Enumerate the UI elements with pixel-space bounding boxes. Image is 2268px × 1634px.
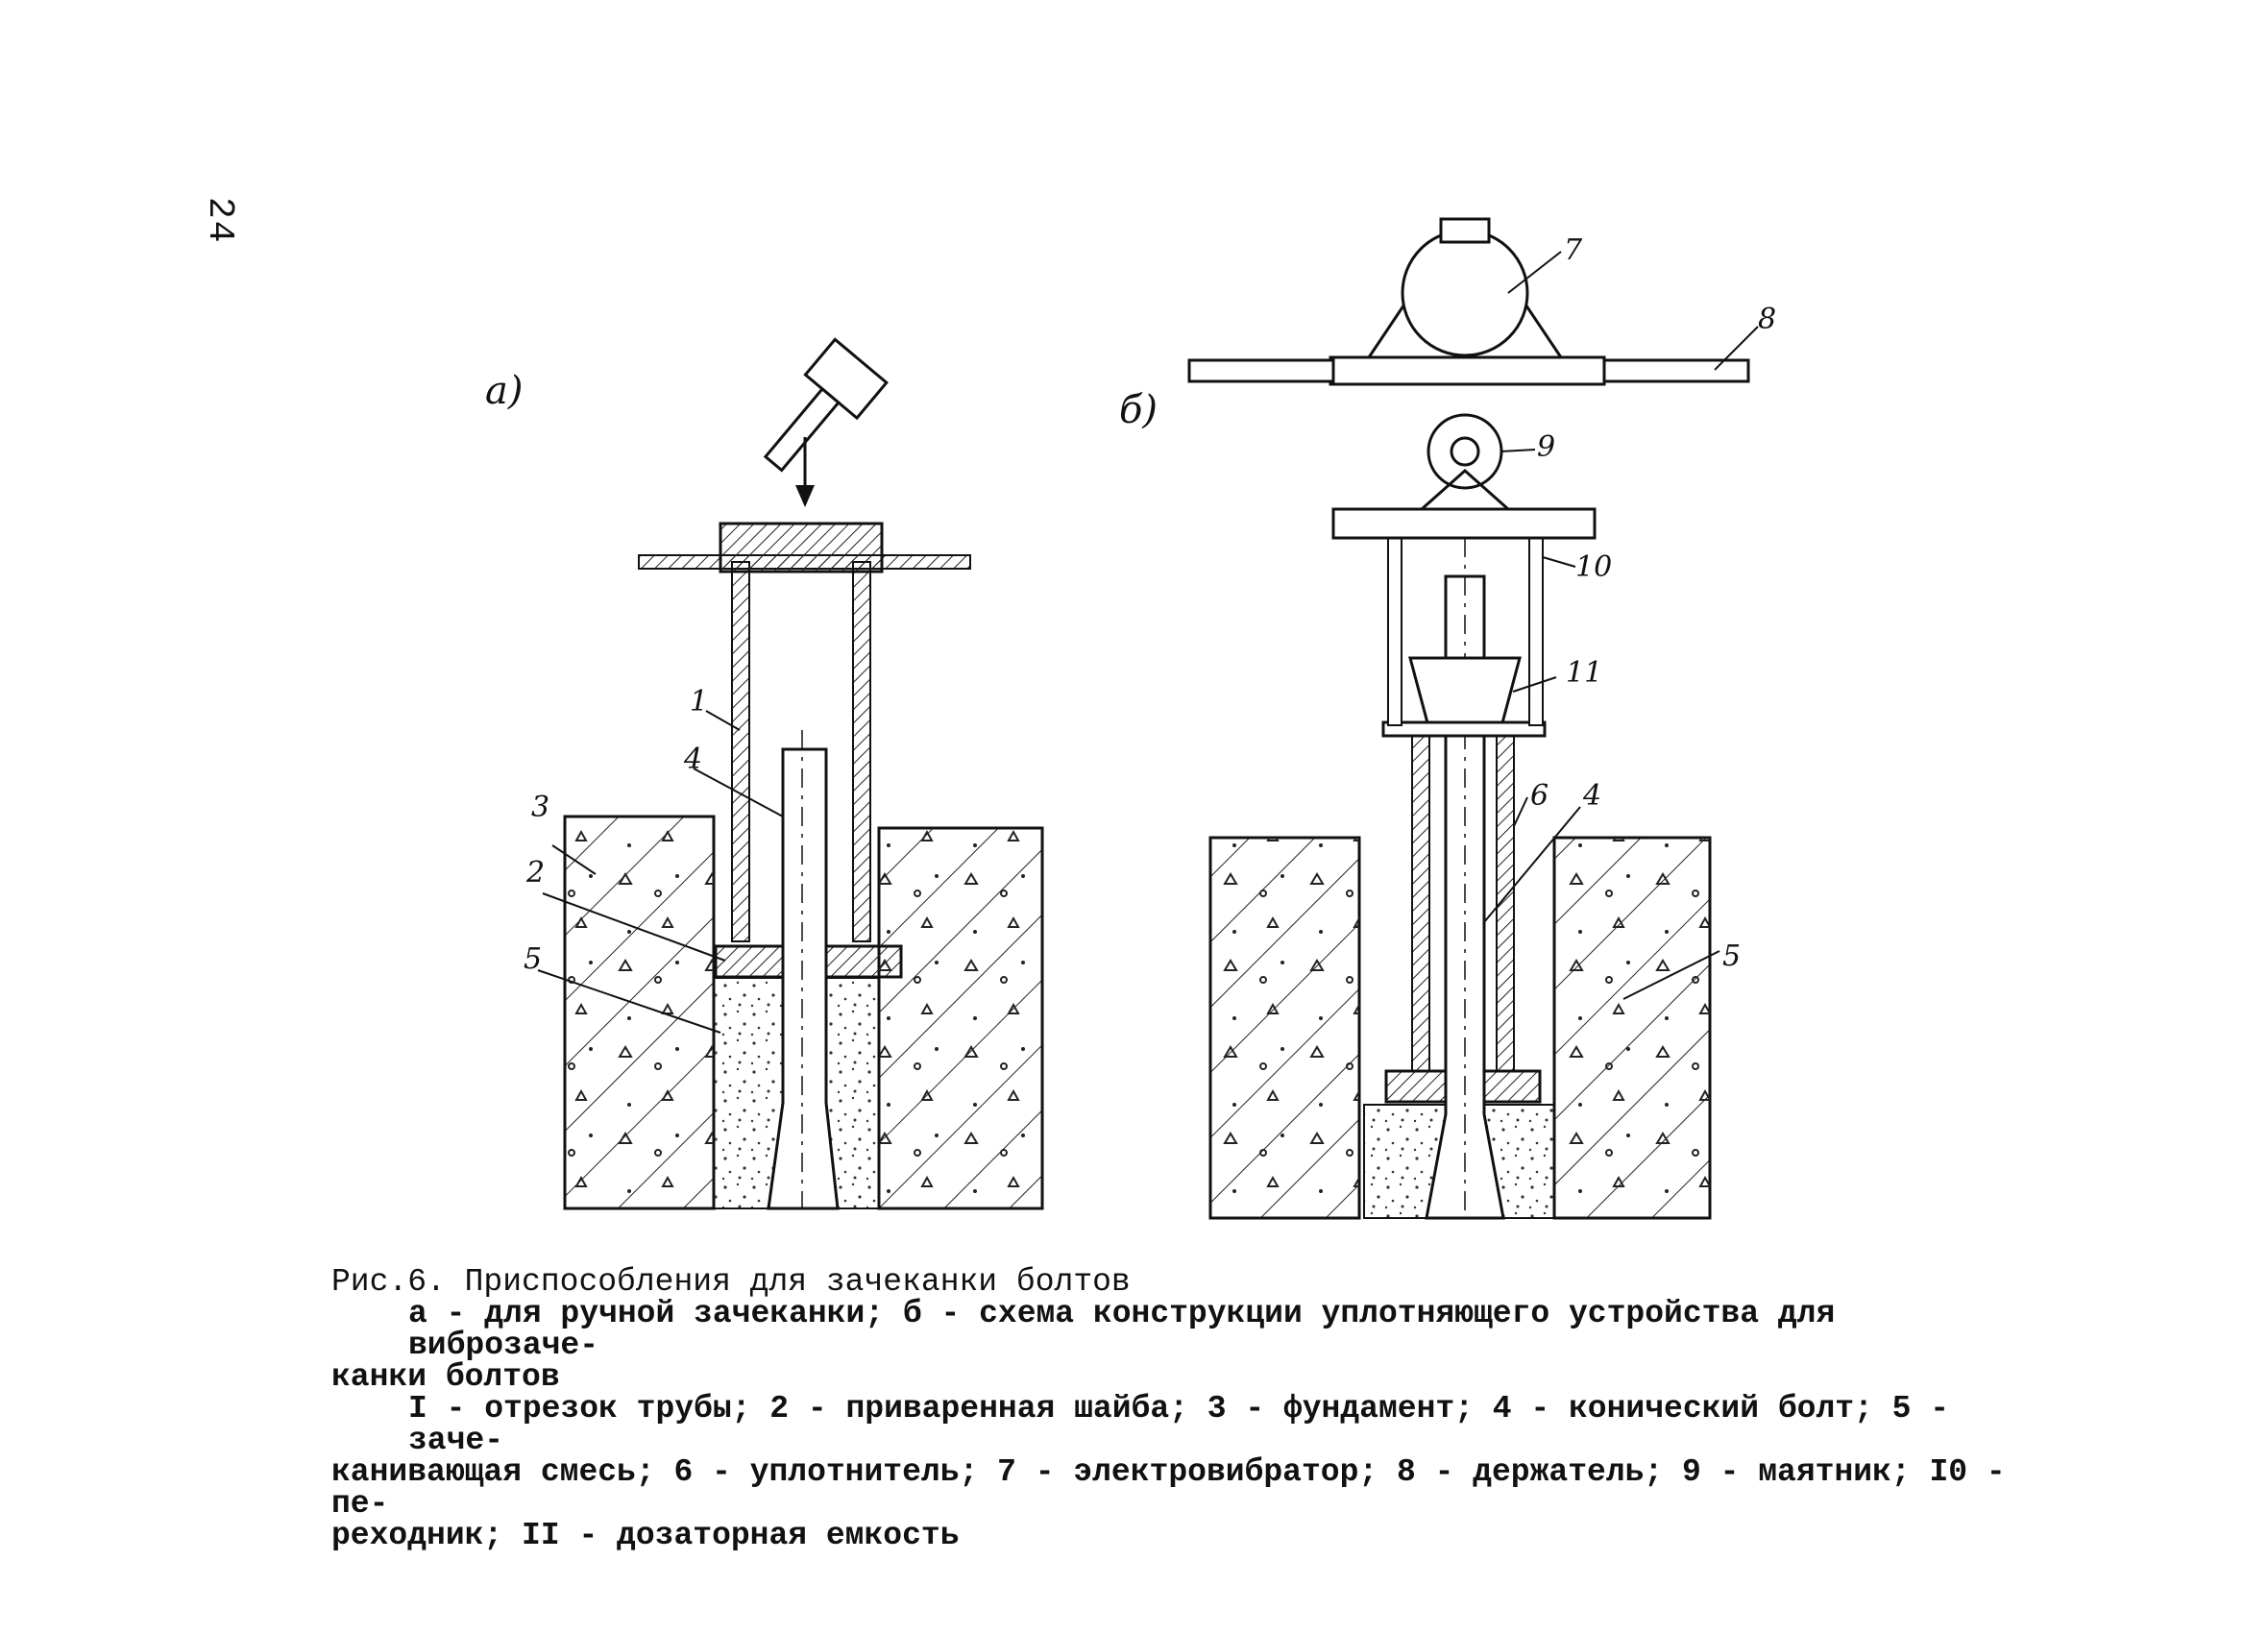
- caption-line-5: реходник; II - дозаторная емкость: [331, 1518, 960, 1553]
- callout-b-6: 6: [1530, 779, 1549, 813]
- washer-right-b: [1475, 1069, 1542, 1104]
- figure-a: [537, 337, 1044, 1210]
- lower-plate-b: [1331, 507, 1597, 540]
- callout-b-4: 4: [1582, 779, 1601, 813]
- figure-b: [1187, 217, 1759, 1220]
- callout-b-9: 9: [1537, 430, 1555, 464]
- callout-b-8: 8: [1758, 303, 1776, 336]
- pipe-right-wall: [852, 561, 871, 942]
- callout-a-4: 4: [683, 743, 702, 776]
- holder-left: [1187, 358, 1335, 383]
- caption-title: Рис.6. Приспособления для зачеканки болт…: [331, 1264, 1131, 1300]
- cap-a: [719, 522, 884, 573]
- figure-caption: Рис.6. Приспособления для зачеканки болт…: [331, 1266, 2022, 1551]
- subfigure-b-label: б): [1119, 388, 1158, 432]
- caption-line-2: канки болтов: [331, 1359, 560, 1395]
- callout-b-5: 5: [1722, 939, 1741, 973]
- callout-b-11: 11: [1566, 656, 1602, 690]
- conical-bolt-a: [767, 747, 840, 1210]
- holder-right: [1602, 358, 1750, 383]
- callout-b-7: 7: [1564, 233, 1583, 267]
- adapter-rod-right: [1528, 523, 1544, 726]
- hammer-icon: [763, 337, 889, 473]
- callout-a-5: 5: [524, 942, 542, 976]
- caption-line-3: I - отрезок трубы; 2 - приваренная шайба…: [408, 1391, 1968, 1458]
- dosing-funnel: [1408, 656, 1522, 732]
- washer-left-a: [714, 944, 793, 979]
- washer-right-a: [824, 944, 903, 979]
- subfigure-a-label: а): [485, 369, 523, 413]
- callout-b-10: 10: [1575, 550, 1612, 584]
- washer-left-b: [1384, 1069, 1451, 1104]
- callout-a-1: 1: [690, 685, 708, 719]
- adapter-rod-left: [1387, 523, 1402, 726]
- caption-line-1: а - для ручной зачеканки; б - схема конс…: [408, 1296, 1855, 1363]
- callout-a-3: 3: [531, 791, 549, 824]
- caption-line-4: канивающая смесь; 6 - уплотнитель; 7 - э…: [331, 1454, 2025, 1522]
- callout-a-2: 2: [525, 856, 545, 890]
- upper-plate-b: [1329, 355, 1606, 386]
- compactor-left-wall: [1411, 734, 1430, 1072]
- pipe-left-wall: [731, 561, 750, 942]
